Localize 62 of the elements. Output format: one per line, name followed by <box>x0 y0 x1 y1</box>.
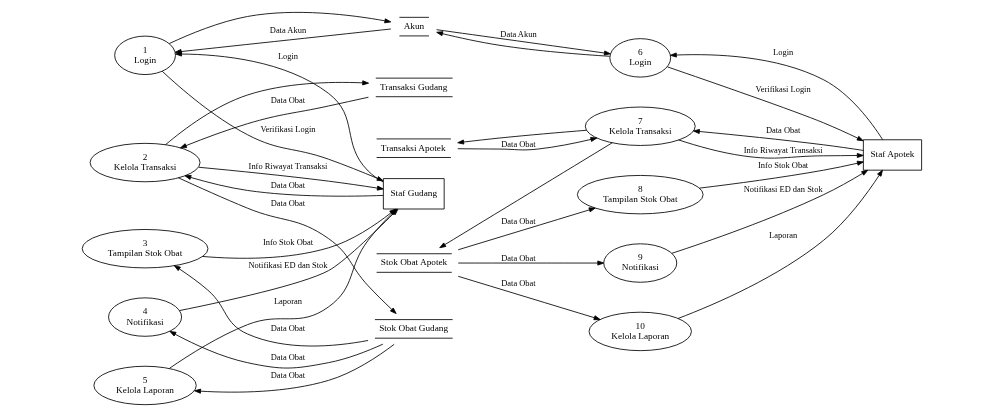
edge-label: Data Obat <box>500 216 536 227</box>
edge-label: Data Akun <box>269 25 306 36</box>
edge-label: Data Obat <box>500 277 536 288</box>
node-ellipse: 5 Kelola Laporan <box>92 365 197 406</box>
arrow <box>174 28 391 54</box>
node-text: Stok Obat Gudang <box>378 323 448 334</box>
edge-label: Data Obat <box>270 369 305 380</box>
edge-label: Info Riwayat Transaksi <box>743 145 823 156</box>
edge-label: Data Obat <box>500 252 536 263</box>
node-ellipse: 6 Login <box>608 38 671 78</box>
edge-label: Info Stok Obat <box>757 159 808 170</box>
arrow <box>197 166 384 191</box>
node-text: Transaksi Gudang <box>379 81 447 92</box>
arrow <box>698 160 864 189</box>
arrow <box>677 139 864 159</box>
arrow <box>174 51 384 183</box>
arrow <box>677 169 883 319</box>
edge-label: Data Obat <box>270 197 305 208</box>
arrow <box>456 136 597 151</box>
node-ellipse: 1 Login <box>113 35 176 75</box>
edge-label: Login <box>277 50 298 61</box>
arrow <box>179 96 369 149</box>
arrow <box>168 11 391 44</box>
edge-label: Data Akun <box>499 28 537 39</box>
arrow <box>169 330 383 369</box>
arrow <box>457 260 604 266</box>
edge-label: Info Stok Obat <box>262 237 313 248</box>
edge-label: Data Obat <box>765 125 800 136</box>
node-ellipse: 9 Notifikasi <box>602 243 677 283</box>
edge-label: Notifikasi ED dan Stok <box>247 260 327 271</box>
node-box: Staf Gudang <box>382 178 445 210</box>
arrow <box>692 129 864 151</box>
edge-label: Data Obat <box>270 95 305 106</box>
node-box: Staf Apotek <box>862 139 922 171</box>
node-text: Akun <box>403 20 424 31</box>
arrow <box>457 207 596 251</box>
arrow <box>457 275 600 321</box>
node-ellipse: 10 Kelola Laporan <box>588 311 692 352</box>
edge-label: Laporan <box>273 296 302 307</box>
edge-label: Info Riwayat Transaksi <box>248 161 327 172</box>
arrow <box>161 70 384 182</box>
edge-label: Data Obat <box>270 179 305 190</box>
edge-label: Data Obat <box>500 138 536 149</box>
edge-label: Notifikasi ED dan Stok <box>743 184 823 195</box>
arrow <box>173 265 368 347</box>
arrow <box>193 343 395 394</box>
arrow <box>164 80 369 146</box>
arrow <box>670 169 868 254</box>
edge-label: Verifikasi Login <box>755 84 811 95</box>
node-ellipse: 7 Kelola Transaksi <box>584 106 696 146</box>
node-text: Stok Obat Apotek <box>380 257 447 268</box>
edge-label: Verifikasi Login <box>259 124 315 135</box>
edge-label: Laporan <box>768 229 797 240</box>
arrow <box>669 52 883 140</box>
arrow <box>438 142 613 249</box>
arrow <box>666 66 864 142</box>
edge-label: Data Obat <box>270 352 305 363</box>
edge-label: Login <box>772 47 793 58</box>
node-text: Transaksi Apotek <box>380 142 446 153</box>
arrow <box>456 129 587 145</box>
arrow <box>184 175 384 197</box>
edge-label: Data Obat <box>270 323 305 334</box>
